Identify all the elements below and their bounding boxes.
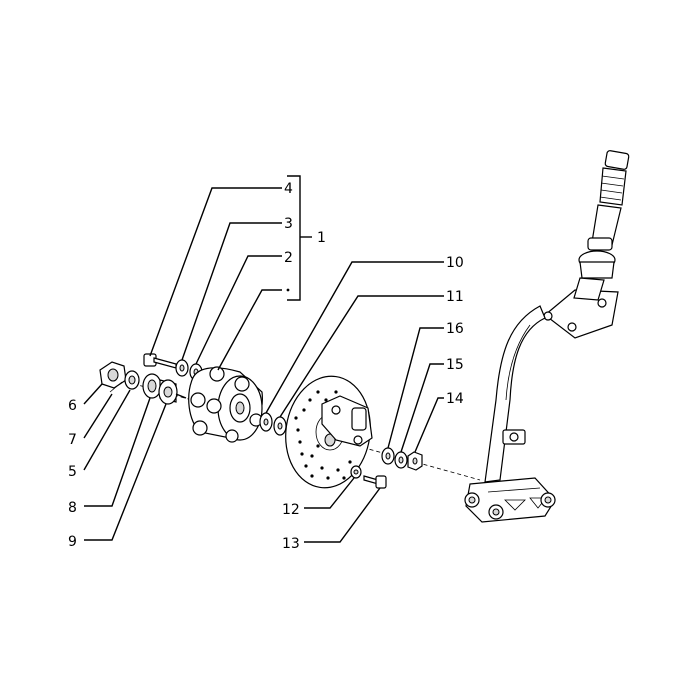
callout-7: 7 (68, 432, 77, 448)
leader-lines (83, 175, 444, 543)
spacer-part-9 (158, 379, 178, 405)
bearing-part-8 (142, 373, 162, 399)
callout-3: 3 (284, 216, 293, 232)
callout-16: 16 (446, 321, 464, 337)
callout-11: 11 (446, 289, 464, 305)
callout-14: 14 (446, 391, 464, 407)
callout-1: 1 (317, 230, 326, 246)
brake-caliper (321, 395, 373, 447)
callout-8: 8 (68, 500, 77, 516)
wheel-hub (175, 366, 263, 443)
nut-part-14 (407, 451, 423, 471)
callout-9: 9 (68, 534, 77, 550)
callout-labels: 4 3 2 1 10 11 16 15 14 6 7 5 8 9 12 13 (68, 181, 464, 552)
bearing-part-10 (259, 412, 273, 432)
bearing-part-3 (175, 359, 189, 377)
callout-5: 5 (68, 464, 77, 480)
callout-10: 10 (446, 255, 464, 271)
washer-part-5 (124, 370, 140, 390)
split-pin-part-7 (109, 381, 123, 393)
callout-4: 4 (284, 181, 293, 197)
spacer-part-16 (381, 447, 395, 465)
callout-15: 15 (446, 357, 464, 373)
nut-part-6 (99, 361, 127, 389)
callout-12: 12 (282, 502, 300, 518)
seal-part-11 (273, 416, 287, 436)
bearing-part-15 (394, 451, 408, 469)
callout-2: 2 (284, 250, 293, 266)
screw-part-4 (143, 353, 177, 369)
callout-13: 13 (282, 536, 300, 552)
washer-part-12 (350, 465, 362, 479)
bolt-part-13 (363, 475, 387, 489)
callout-6: 6 (68, 398, 77, 414)
fork-leg (464, 150, 630, 523)
